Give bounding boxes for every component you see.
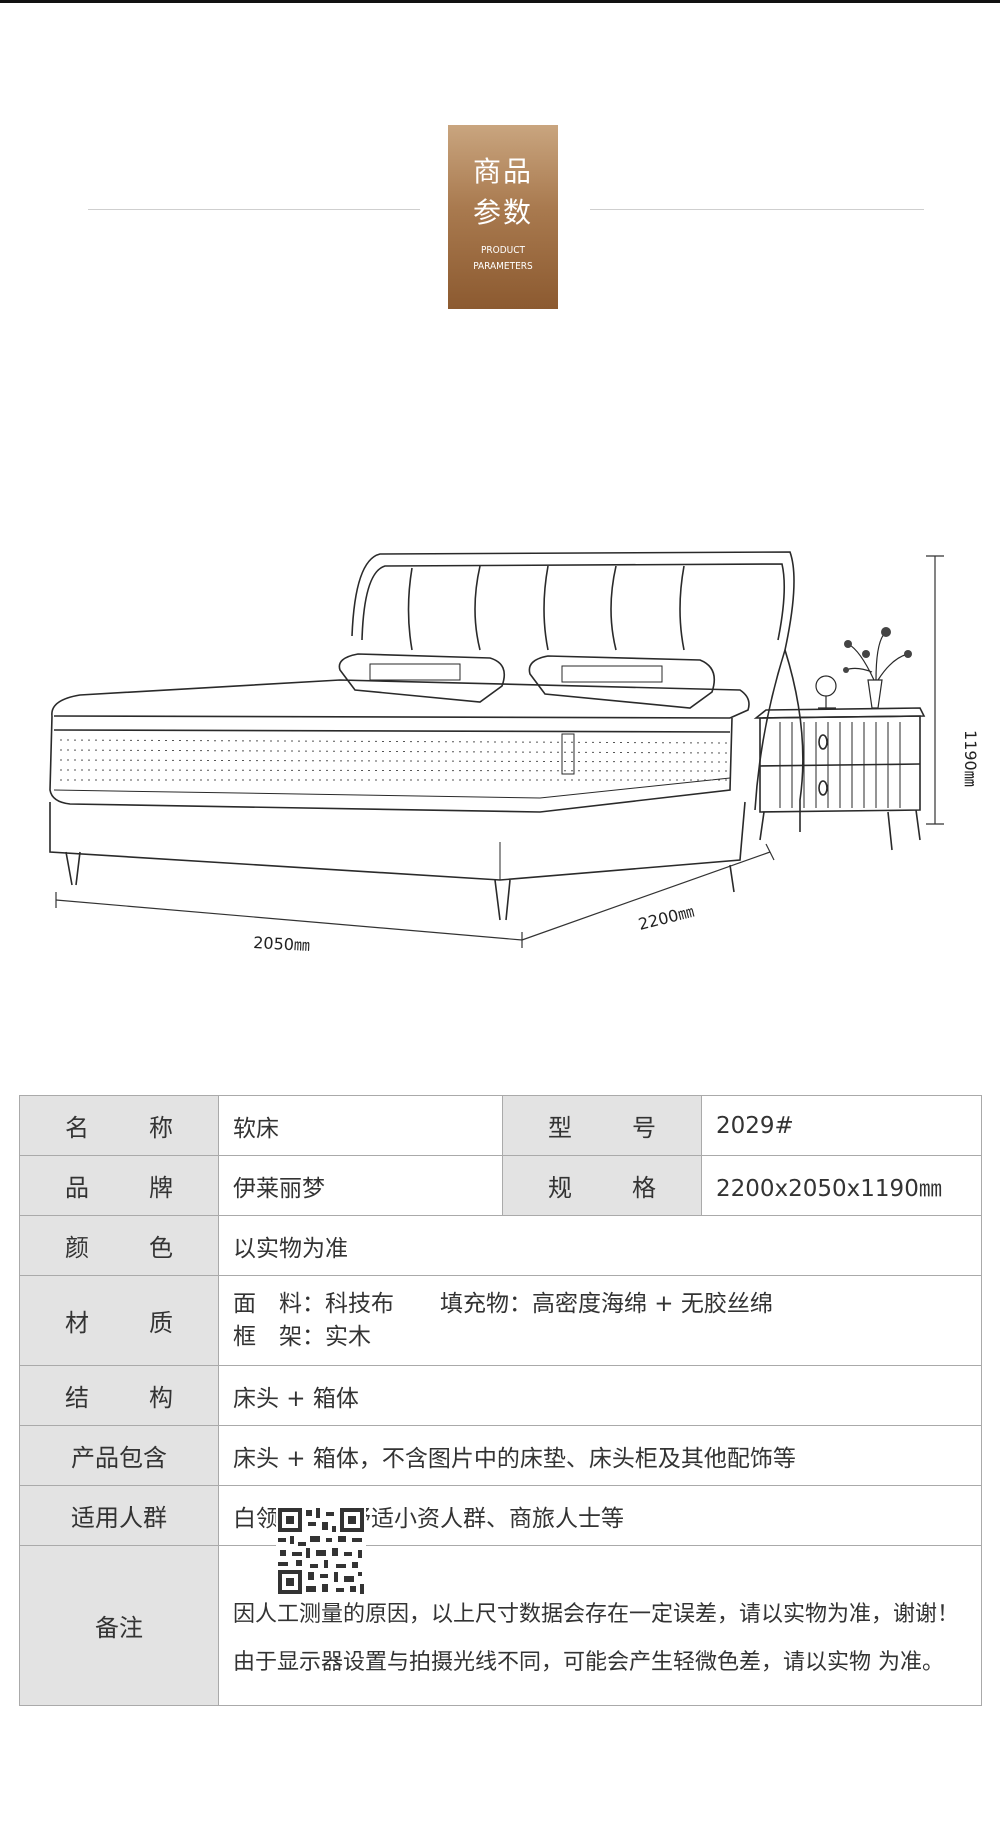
brand-label: 品牌 xyxy=(19,1155,219,1216)
header-divider-left xyxy=(88,209,420,210)
product-parameters-table: 名称 软床 型号 2029# 品牌 伊莱丽梦 规格 2200x2050x1190… xyxy=(19,1095,982,1706)
brand-value: 伊莱丽梦 xyxy=(218,1155,503,1216)
table-row: 材质 面 料：科技布 填充物：高密度海绵 + 无胶丝绵 框 架：实木 xyxy=(19,1275,982,1366)
table-row: 备注 因人工测量的原因，以上尺寸数据会存在一定误差，请以实物为准，谢谢！ 由于显… xyxy=(19,1545,982,1706)
audience-label: 适用人群 xyxy=(19,1485,219,1546)
subtitle-line-1: PRODUCT xyxy=(480,245,526,256)
name-label: 名称 xyxy=(19,1095,219,1156)
remark-label: 备注 xyxy=(19,1545,219,1706)
title-line-1: 商品 xyxy=(472,155,533,188)
material-value: 面 料：科技布 填充物：高密度海绵 + 无胶丝绵 框 架：实木 xyxy=(218,1275,982,1366)
section-title-badge: 商品 参数 PRODUCT PARAMETERS xyxy=(448,125,558,309)
table-row: 名称 软床 型号 2029# xyxy=(19,1095,982,1156)
height-dimension-label: 1190㎜ xyxy=(961,730,980,787)
package-value: 床头 + 箱体，不含图片中的床垫、床头柜及其他配饰等 xyxy=(218,1425,982,1486)
title-line-2: 参数 xyxy=(472,196,533,229)
color-label: 颜色 xyxy=(19,1215,219,1276)
top-border xyxy=(0,0,1000,3)
header-divider-right xyxy=(590,209,924,210)
spec-value: 2200x2050x1190㎜ xyxy=(701,1155,982,1216)
material-label: 材质 xyxy=(19,1275,219,1366)
table-row: 产品包含 床头 + 箱体，不含图片中的床垫、床头柜及其他配饰等 xyxy=(19,1425,982,1486)
remark-line-1: 因人工测量的原因，以上尺寸数据会存在一定误差，请以实物为准，谢谢！ xyxy=(233,1601,960,1627)
subtitle-line-2: PARAMETERS xyxy=(473,261,533,272)
table-row: 适用人群 白领人群、舒适小资人群、商旅人士等 xyxy=(19,1485,982,1546)
name-value: 软床 xyxy=(218,1095,503,1156)
table-row: 颜色 以实物为准 xyxy=(19,1215,982,1276)
model-value: 2029# xyxy=(701,1095,982,1156)
width-dimension-label: 2050㎜ xyxy=(253,933,311,955)
depth-dimension-label: 2200㎜ xyxy=(636,902,696,934)
package-label: 产品包含 xyxy=(19,1425,219,1486)
remark-line-2: 由于显示器设置与拍摄光线不同，可能会产生轻微色差，请以实物 为准。 xyxy=(233,1649,944,1675)
material-line-2: 框 架：实木 xyxy=(233,1323,371,1350)
structure-label: 结构 xyxy=(19,1365,219,1426)
qr-code-icon xyxy=(276,1506,366,1596)
table-row: 品牌 伊莱丽梦 规格 2200x2050x1190㎜ xyxy=(19,1155,982,1216)
spec-label: 规格 xyxy=(502,1155,702,1216)
material-line-1: 面 料：科技布 填充物：高密度海绵 + 无胶丝绵 xyxy=(233,1290,773,1317)
structure-value: 床头 + 箱体 xyxy=(218,1365,982,1426)
model-label: 型号 xyxy=(502,1095,702,1156)
color-value: 以实物为准 xyxy=(218,1215,982,1276)
table-row: 结构 床头 + 箱体 xyxy=(19,1365,982,1426)
bed-line-drawing: 1190㎜ 2050㎜ 2200㎜ xyxy=(49,551,980,955)
